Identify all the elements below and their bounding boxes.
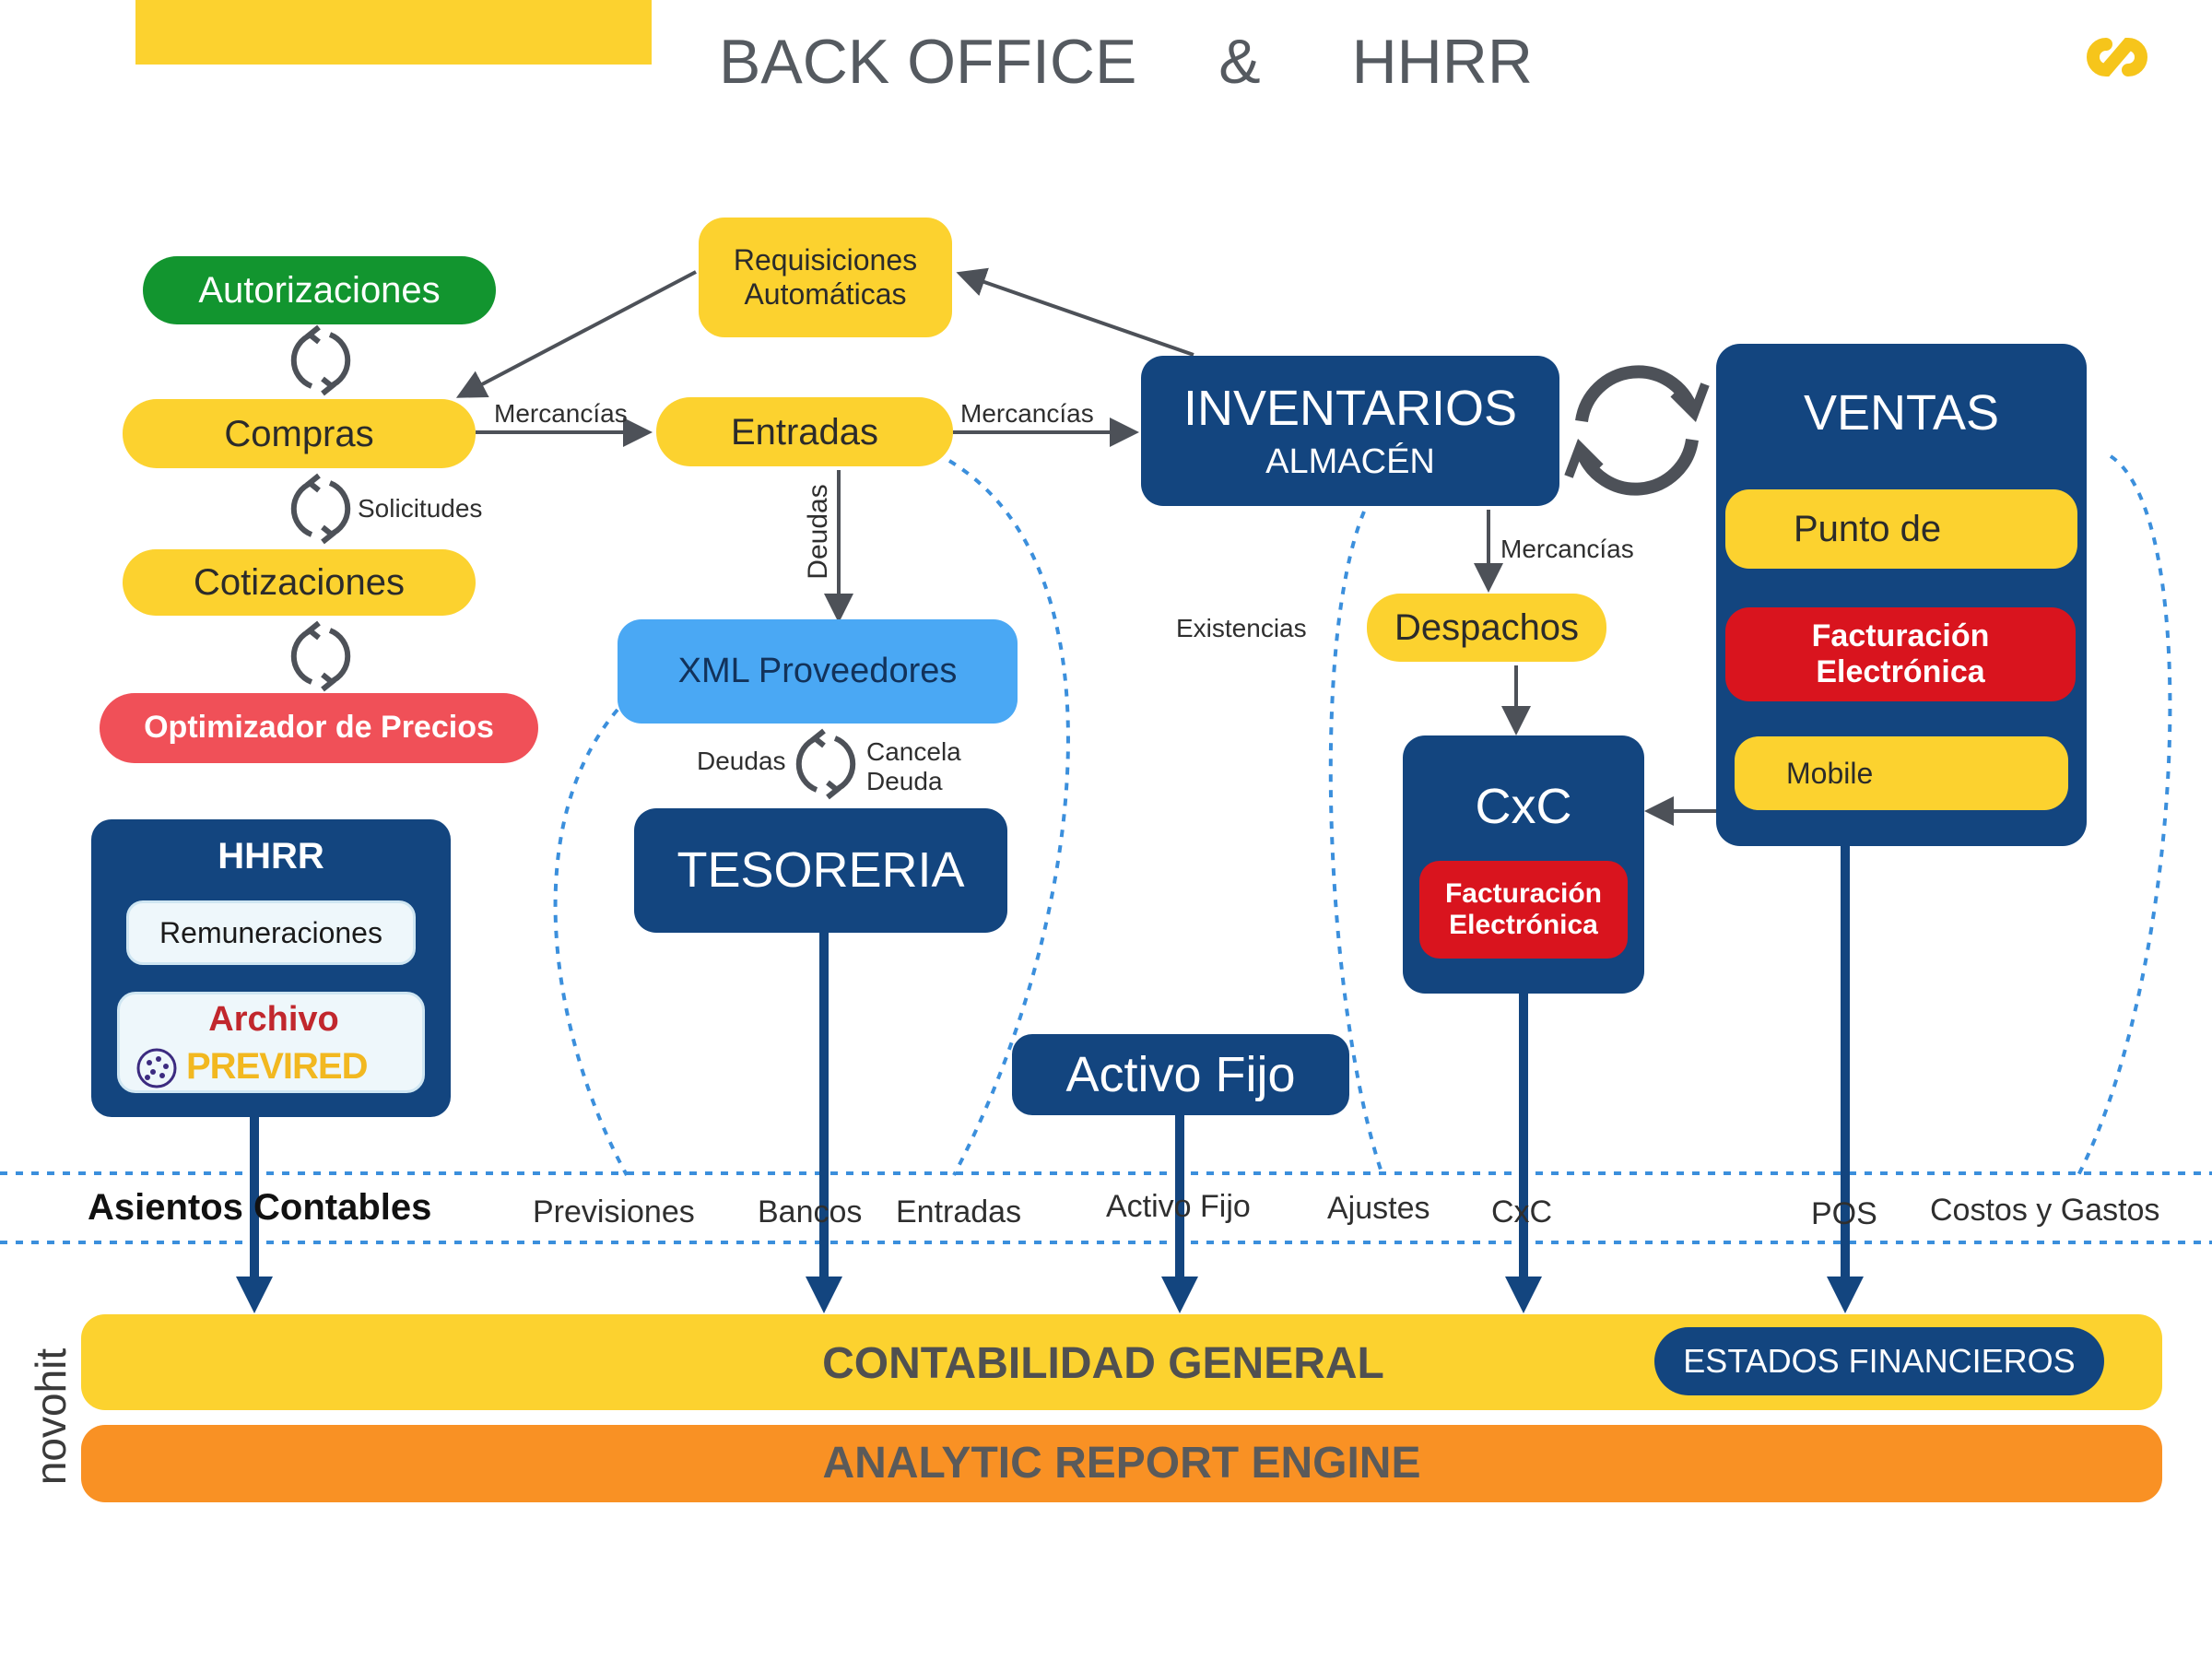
node-inventarios: INVENTARIOS ALMACÉN: [1141, 356, 1559, 506]
node-xml-proveedores: XML Proveedores: [618, 619, 1018, 724]
title-back-office: BACK OFFICE: [719, 27, 1137, 97]
node-remuneraciones: Remuneraciones: [126, 900, 416, 965]
node-cotizaciones-label: Cotizaciones: [193, 562, 405, 603]
node-archivo-label: Archivo: [208, 1000, 339, 1039]
analytic-report-engine-label: ANALYTIC REPORT ENGINE: [822, 1439, 1421, 1488]
node-activo-fijo: Activo Fijo: [1012, 1034, 1349, 1115]
node-autorizaciones-label: Autorizaciones: [198, 270, 441, 311]
node-activo-fijo-label: Activo Fijo: [1065, 1046, 1296, 1102]
novohit-brand-text: novohit: [27, 1347, 75, 1486]
node-ventas: VENTAS Punto de Facturación Electrónica …: [1716, 344, 2087, 846]
node-cxc-facturacion: Facturación Electrónica: [1419, 861, 1628, 959]
node-cotizaciones: Cotizaciones: [123, 549, 476, 616]
node-ventas-facturacion-line1: Facturación: [1811, 618, 1990, 653]
node-xml-proveedores-label: XML Proveedores: [677, 651, 958, 690]
node-compras-label: Compras: [224, 413, 374, 454]
band-bancos: Bancos: [758, 1194, 863, 1230]
arrow-requisiciones-compras: [455, 270, 697, 398]
cycle-icon-tesoreria: [795, 728, 856, 800]
band-activo-fijo: Activo Fijo: [1106, 1189, 1251, 1224]
novohit-brand: novohit: [0, 1309, 101, 1512]
cycle-icon-optimizador: [290, 620, 351, 692]
node-compras: Compras: [123, 399, 476, 468]
curve-previsiones: [553, 708, 629, 1176]
arrow-inventarios-requisiciones: [956, 267, 1194, 357]
curve-costos: [2077, 454, 2172, 1176]
band-asientos-contables: Asientos Contables: [88, 1187, 432, 1228]
curve-entradas: [947, 459, 1070, 1176]
node-despachos: Despachos: [1367, 594, 1606, 662]
label-existencias: Existencias: [1176, 614, 1307, 642]
previred-wordmark: PREVIRED: [186, 1046, 368, 1087]
estados-financieros-label: ESTADOS FINANCIEROS: [1683, 1342, 2076, 1381]
node-requisiciones: Requisiciones Automáticas: [699, 218, 952, 337]
label-solicitudes: Solicitudes: [358, 494, 483, 523]
band-costos-gastos: Costos y Gastos: [1930, 1193, 2160, 1228]
node-cxc-facturacion-line2: Electrónica: [1449, 910, 1598, 940]
label-mercancias-despachos: Mercancías: [1500, 535, 1634, 563]
label-cancela: Cancela: [866, 737, 961, 766]
node-ventas-facturacion-line2: Electrónica: [1816, 654, 1985, 689]
node-cxc-facturacion-line1: Facturación: [1444, 877, 1603, 909]
node-inventarios-label: INVENTARIOS: [1182, 380, 1518, 436]
cycle-icon-inventarios-ventas: [1564, 365, 1710, 496]
band-cxc: CxC: [1491, 1194, 1553, 1230]
node-autorizaciones: Autorizaciones: [143, 256, 496, 324]
node-mobile: Mobile: [1735, 736, 2068, 810]
node-ventas-label: VENTAS: [1803, 385, 2000, 441]
node-entradas: Entradas: [656, 397, 953, 466]
estados-financieros-badge: ESTADOS FINANCIEROS: [1654, 1327, 2104, 1395]
node-entradas-label: Entradas: [730, 411, 879, 453]
node-tesoreria-label: TESORERIA: [677, 842, 965, 899]
node-remuneraciones-label: Remuneraciones: [159, 915, 382, 949]
node-punto-de: Punto de: [1725, 489, 2077, 569]
label-deudas: Deudas: [697, 747, 786, 775]
page-title: BACK OFFICE & HHRR: [719, 26, 1548, 100]
header-accent-bar: [135, 0, 652, 65]
node-hhrr-label: HHRR: [218, 836, 324, 877]
band-entradas: Entradas: [896, 1194, 1022, 1230]
node-despachos-label: Despachos: [1394, 607, 1580, 648]
node-tesoreria: TESORERIA: [634, 808, 1007, 933]
node-optimizador: Optimizador de Precios: [100, 693, 538, 763]
node-ventas-facturacion: Facturación Electrónica: [1725, 607, 2076, 701]
node-archivo-previred: Archivo PREVIRED: [117, 992, 425, 1093]
node-cxc: CxC Facturación Electrónica: [1403, 735, 1644, 994]
contabilidad-general-label: CONTABILIDAD GENERAL: [822, 1339, 1384, 1388]
node-optimizador-label: Optimizador de Precios: [144, 710, 494, 746]
node-cxc-label: CxC: [1475, 779, 1572, 834]
node-mobile-label: Mobile: [1786, 756, 1874, 790]
node-requisiciones-line2: Automáticas: [744, 277, 907, 311]
label-deuda: Deuda: [866, 767, 943, 795]
analytic-report-engine-bar: ANALYTIC REPORT ENGINE: [81, 1425, 2162, 1502]
label-deudas-vertical: Deudas: [800, 479, 837, 590]
band-ajustes: Ajustes: [1327, 1191, 1430, 1226]
band-previsiones: Previsiones: [533, 1194, 695, 1230]
cycle-icon-solicitudes: [290, 473, 351, 545]
band-pos: POS: [1811, 1196, 1877, 1231]
label-mercancias-entradas: Mercancías: [960, 399, 1094, 428]
label-deudas-vertical-text: Deudas: [803, 484, 833, 580]
title-hhrr: HHRR: [1351, 27, 1533, 97]
node-hhrr: HHRR Remuneraciones Archivo PREVIRED: [91, 819, 451, 1117]
node-requisiciones-line1: Requisiciones: [733, 243, 918, 277]
label-mercancias-compras: Mercancías: [494, 399, 628, 428]
cycle-icon-autorizaciones: [290, 324, 351, 396]
node-almacen-label: ALMACÉN: [1265, 441, 1435, 481]
previred-logo: PREVIRED: [135, 1046, 420, 1090]
previred-globe-icon: [136, 1048, 177, 1088]
node-punto-de-label: Punto de: [1794, 509, 1942, 549]
title-ampersand: &: [1218, 27, 1261, 97]
